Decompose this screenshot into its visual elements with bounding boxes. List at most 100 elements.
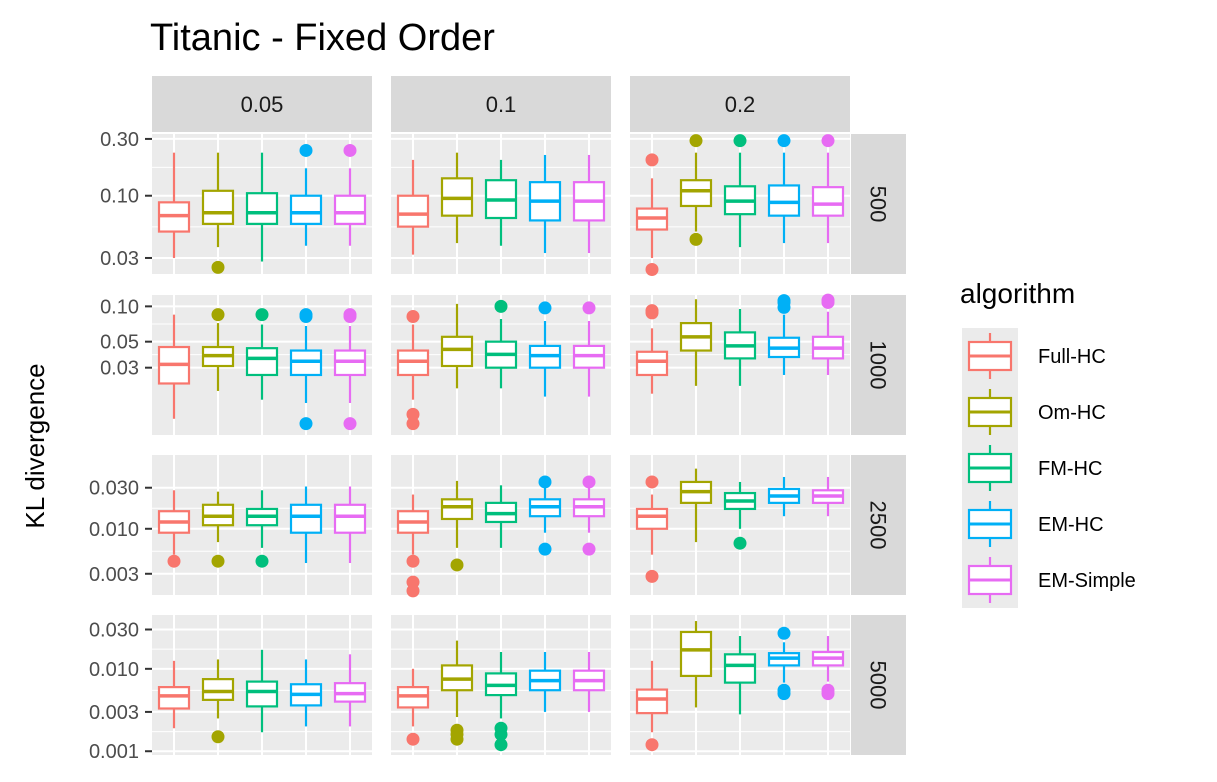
y-tick-label: 0.10 <box>100 296 139 318</box>
outlier-point <box>211 554 225 568</box>
legend-label: EM-HC <box>1038 514 1104 536</box>
outlier-point <box>406 554 420 568</box>
boxplot-em-hc <box>528 475 562 556</box>
boxplot-fm-hc <box>484 159 518 246</box>
boxplot-om-hc <box>679 621 713 708</box>
legend-item: Om-HC <box>962 384 1106 440</box>
column-strip <box>152 76 372 132</box>
boxplot-om-hc <box>201 659 235 744</box>
box-iqr <box>679 179 713 208</box>
legend: algorithm Full-HCOm-HCFM-HCEM-HCEM-Simpl… <box>960 278 1136 608</box>
boxplot-fm-hc <box>484 652 518 752</box>
box-iqr <box>289 194 323 225</box>
box-iqr <box>289 503 323 534</box>
outlier-point <box>343 143 357 157</box>
boxplot-em-simple <box>572 301 606 397</box>
boxplot-em-hc <box>767 294 801 375</box>
boxplot-om-hc <box>440 303 474 389</box>
outlier-point <box>538 542 552 556</box>
legend-item: EM-Simple <box>962 552 1136 608</box>
outlier-point <box>406 732 420 746</box>
outlier-point <box>582 301 596 315</box>
boxplot-full-hc <box>396 159 430 255</box>
boxplot-em-simple <box>572 652 606 712</box>
outlier-point <box>645 738 659 752</box>
outlier-point <box>494 299 508 313</box>
boxplot-em-simple <box>811 476 845 517</box>
boxplot-full-hc <box>635 304 669 394</box>
boxplot-full-hc <box>157 660 191 729</box>
outlier-point <box>645 569 659 583</box>
boxplot-fm-hc <box>484 299 518 389</box>
box-iqr <box>333 194 367 225</box>
boxplot-fm-hc <box>723 636 757 715</box>
outlier-point <box>211 730 225 744</box>
y-tick-label: 0.30 <box>100 129 139 151</box>
boxplot-om-hc <box>679 299 713 386</box>
outlier-point <box>777 687 791 701</box>
outlier-point <box>582 475 596 489</box>
boxplot-em-hc <box>767 476 801 517</box>
outlier-point <box>211 308 225 322</box>
outlier-point <box>255 308 269 322</box>
legend-label: EM-Simple <box>1038 570 1136 592</box>
y-tick-label: 0.10 <box>100 186 139 208</box>
row-strip-label: 1000 <box>866 341 891 390</box>
boxplot-fm-hc <box>245 490 279 568</box>
outlier-point <box>538 301 552 315</box>
legend-label: Full-HC <box>1038 346 1106 368</box>
outlier-point <box>343 309 357 323</box>
boxplot-em-hc <box>289 143 323 246</box>
boxplot-full-hc <box>635 660 669 752</box>
boxplot-em-hc <box>528 301 562 397</box>
outlier-point <box>689 232 703 246</box>
boxplot-om-hc <box>201 152 235 274</box>
boxplot-em-simple <box>572 154 606 254</box>
boxplot-full-hc <box>635 153 669 277</box>
legend-item: EM-HC <box>962 496 1104 552</box>
outlier-point <box>821 295 835 309</box>
box-iqr <box>396 194 430 228</box>
boxplot-om-hc <box>440 480 474 572</box>
boxplot-em-hc <box>289 486 323 564</box>
row-strip <box>851 134 906 274</box>
legend-item: Full-HC <box>962 328 1106 384</box>
box-iqr <box>245 347 279 377</box>
y-tick-label: 0.030 <box>89 620 139 642</box>
outlier-point <box>689 134 703 148</box>
column-strip-label: 0.2 <box>725 92 756 117</box>
outlier-point <box>777 300 791 314</box>
boxplot-full-hc <box>396 494 430 598</box>
boxplot-em-hc <box>767 134 801 244</box>
boxplot-full-hc <box>396 668 430 746</box>
boxplot-fm-hc <box>245 308 279 400</box>
row-strip-label: 500 <box>866 186 891 223</box>
row-strip <box>851 615 906 755</box>
outlier-point <box>299 417 313 431</box>
outlier-point <box>821 134 835 148</box>
row-strip-label: 2500 <box>866 501 891 550</box>
boxplot-om-hc <box>440 640 474 746</box>
y-tick-label: 0.001 <box>89 741 139 763</box>
y-tick-label: 0.03 <box>100 358 139 380</box>
box-iqr <box>440 335 474 368</box>
outlier-point <box>777 626 791 640</box>
outlier-point <box>645 263 659 277</box>
boxplot-em-hc <box>767 626 801 701</box>
boxplot-fm-hc <box>723 481 757 550</box>
outlier-point <box>299 143 313 157</box>
outlier-point <box>343 417 357 431</box>
column-strip-label: 0.1 <box>486 92 517 117</box>
outlier-point <box>777 134 791 148</box>
boxplot-em-hc <box>289 308 323 431</box>
boxplot-full-hc <box>396 309 430 431</box>
boxplot-fm-hc <box>245 152 279 262</box>
outlier-point <box>167 554 181 568</box>
y-tick-label: 0.030 <box>89 478 139 500</box>
outlier-point <box>255 554 269 568</box>
column-strip-label: 0.05 <box>241 92 284 117</box>
outlier-point <box>450 558 464 572</box>
outlier-point <box>538 475 552 489</box>
